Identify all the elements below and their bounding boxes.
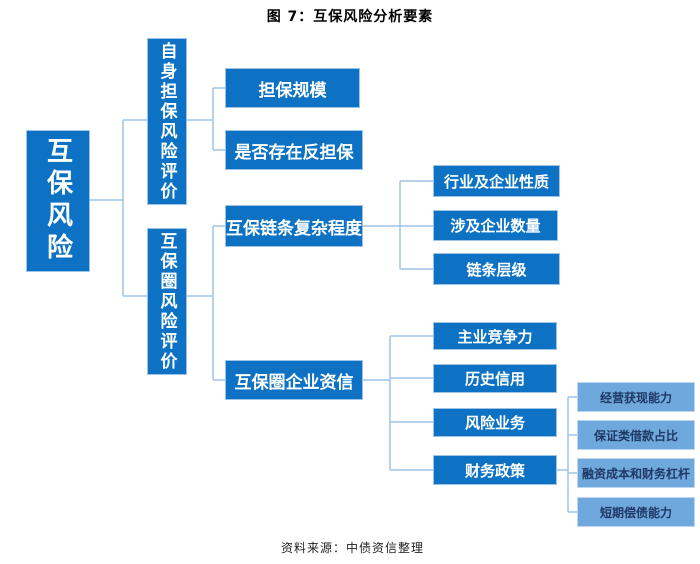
- node-counter-guarantee: 是否存在反担保: [225, 130, 363, 170]
- source-note: 资料来源：中债资信整理: [281, 541, 425, 555]
- node-guarantee-scale: 担保规模: [225, 68, 360, 108]
- node-short-term-solvency: 短期偿债能力: [577, 497, 695, 527]
- node-financing-cost-leverage: 融资成本和财务杠杆: [577, 458, 695, 488]
- figure-title: 图 7：互保风险分析要素: [266, 9, 434, 25]
- node-historical-credit: 历史信用: [433, 364, 557, 393]
- node-chain-complexity: 互保链条复杂程度: [225, 205, 363, 247]
- node-main-competitiveness: 主业竞争力: [433, 322, 557, 350]
- node-financial-policy: 财务政策: [433, 455, 557, 485]
- node-self-guarantee-risk-eval: 自身担保风险评价: [147, 38, 187, 205]
- node-chain-levels: 链条层级: [433, 253, 560, 285]
- node-mutual-guarantee-risk: 互保风险: [26, 130, 90, 272]
- node-enterprise-count: 涉及企业数量: [433, 210, 558, 241]
- node-risk-business: 风险业务: [433, 408, 557, 437]
- node-cash-generation: 经营获现能力: [577, 382, 695, 412]
- node-circle-risk-eval: 互保圈风险评价: [147, 228, 187, 375]
- node-circle-credit: 互保圈企业资信: [225, 360, 363, 400]
- node-industry-nature: 行业及企业性质: [433, 165, 560, 197]
- node-guaranteed-loan-ratio: 保证类借款占比: [577, 420, 695, 450]
